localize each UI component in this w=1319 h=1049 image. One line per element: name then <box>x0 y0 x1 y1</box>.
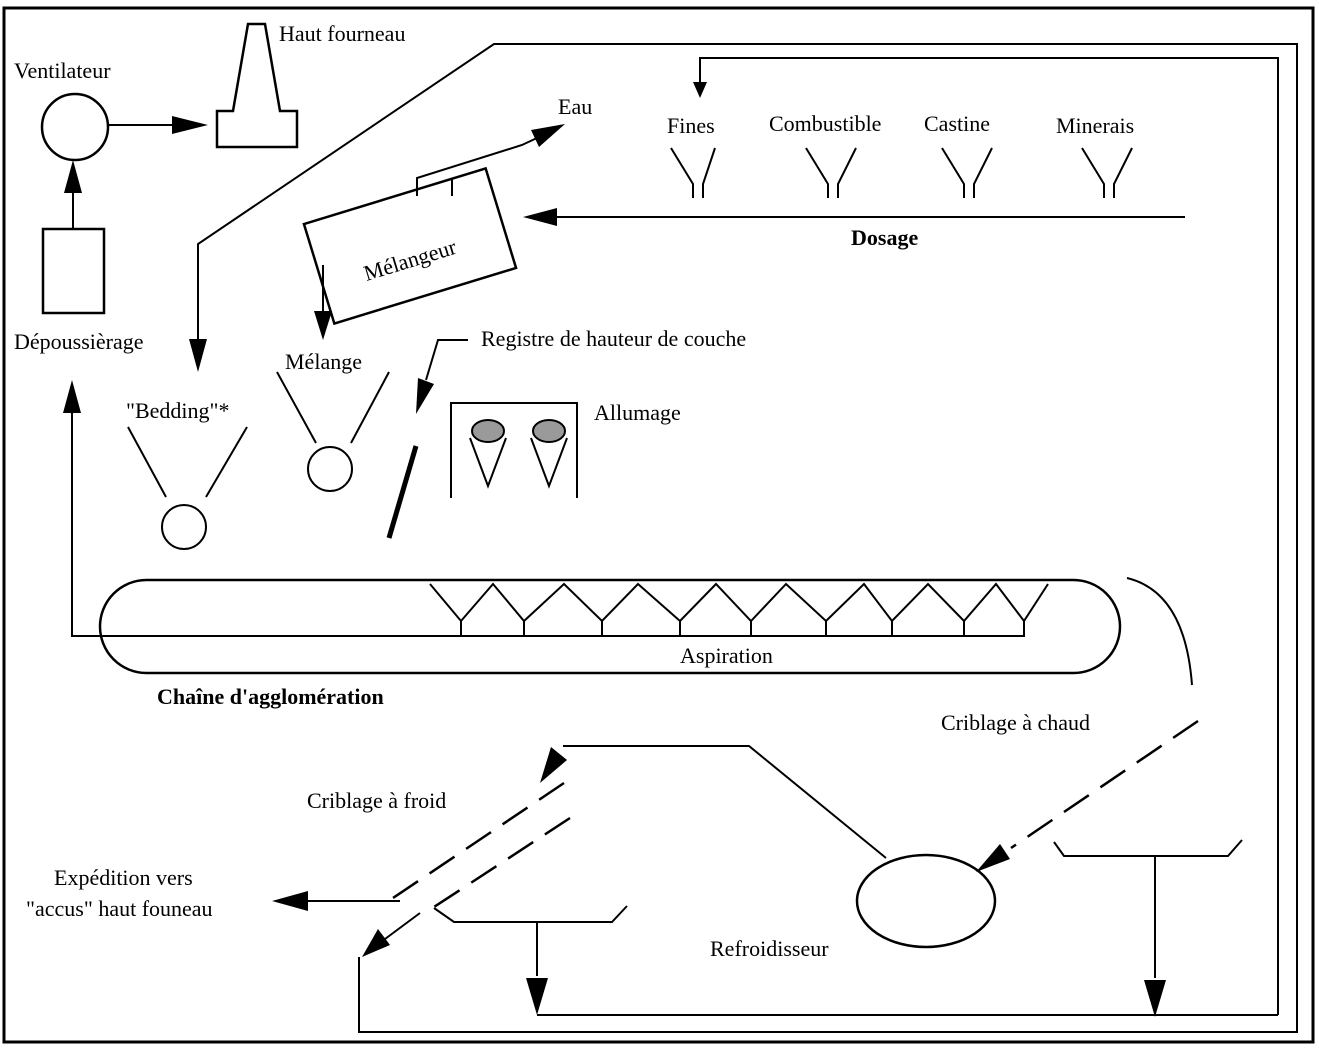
line-cooler-to-cold-screen <box>563 745 887 859</box>
line-registre-pointer <box>425 339 468 381</box>
sinter-chain-belt <box>98 578 1122 675</box>
diagram-frame <box>2 6 1315 1044</box>
arrowhead-icon <box>416 378 434 414</box>
arrowhead-icon <box>531 124 565 147</box>
label-bedding: "Bedding"* <box>126 398 230 423</box>
wind-box-legs <box>460 621 1025 636</box>
arrowhead-icon <box>540 747 567 783</box>
line-eau-to-melangeur <box>416 137 538 196</box>
burner-icon <box>530 419 568 489</box>
hot-screen-tray <box>1053 839 1243 857</box>
label-expedition-line2: "accus" haut founeau <box>26 896 213 921</box>
bedding-roller <box>161 504 207 550</box>
label-expedition-line1: Expédition vers <box>54 865 193 890</box>
label-melange: Mélange <box>285 349 362 374</box>
arrowhead-icon <box>314 311 332 340</box>
arrowhead-icon <box>272 891 308 911</box>
line-feed-to-fines <box>699 57 1279 1015</box>
refroidisseur-cooler <box>855 853 997 949</box>
melange-hopper-left <box>276 371 317 444</box>
label-allumage: Allumage <box>594 400 681 425</box>
depoussierage-box <box>41 227 106 315</box>
hopper-minerais <box>1081 147 1133 198</box>
ventilateur-circle <box>40 92 110 162</box>
arrowhead-icon <box>189 339 207 372</box>
hopper-castine <box>941 147 993 198</box>
label-criblage-froid: Criblage à froid <box>307 788 446 813</box>
hot-screen-dashed <box>1010 719 1199 850</box>
hopper-fines <box>670 147 716 198</box>
label-castine: Castine <box>924 111 990 136</box>
arrowhead-icon <box>362 929 390 957</box>
blast-furnace-shape <box>215 22 299 149</box>
label-fines: Fines <box>667 113 715 138</box>
label-ventilateur: Ventilateur <box>14 58 111 83</box>
arrowhead-icon <box>523 208 557 226</box>
bedding-hopper-right <box>205 426 248 498</box>
label-melangeur: Mélangeur <box>361 234 460 286</box>
arrowhead-icon <box>976 844 1010 872</box>
chain-discharge-curve <box>1126 577 1193 686</box>
wind-boxes <box>429 582 1049 623</box>
arrowhead-icon <box>526 978 548 1015</box>
melange-hopper-right <box>350 371 390 444</box>
arrowhead-icon <box>693 82 707 98</box>
label-chaine: Chaîne d'agglomération <box>157 684 384 709</box>
label-aspiration: Aspiration <box>680 643 773 668</box>
allumage-hood <box>450 402 578 498</box>
bedding-hopper-left <box>127 426 167 498</box>
arrowhead-icon <box>64 160 82 193</box>
cold-screen-tray <box>433 905 628 923</box>
cold-screen-dashed-a <box>392 781 565 900</box>
label-criblage-chaud: Criblage à chaud <box>941 710 1090 735</box>
arrowhead-icon <box>1144 980 1166 1017</box>
label-depoussierage: Dépoussièrage <box>14 329 144 354</box>
cold-screen-dashed-b <box>433 816 571 909</box>
label-minerais: Minerais <box>1056 113 1134 138</box>
label-registre: Registre de hauteur de couche <box>481 326 746 351</box>
label-dosage: Dosage <box>851 225 918 250</box>
label-eau: Eau <box>558 94 592 119</box>
label-combustible: Combustible <box>769 111 881 136</box>
melangeur-drum <box>302 166 518 326</box>
registre-plate <box>386 445 419 539</box>
burner-icon <box>469 419 507 489</box>
label-refroidisseur: Refroidisseur <box>710 936 829 961</box>
label-haut-fourneau: Haut fourneau <box>279 21 405 46</box>
cold-screen-oversize-line <box>384 912 421 940</box>
hopper-combustible <box>805 147 857 198</box>
arrowhead-icon <box>63 380 81 413</box>
line-aspiration-to-depoussierage <box>71 410 421 637</box>
arrowhead-icon <box>172 116 208 134</box>
line-fines-return-loop <box>197 43 1298 1033</box>
melange-roller <box>307 446 353 492</box>
